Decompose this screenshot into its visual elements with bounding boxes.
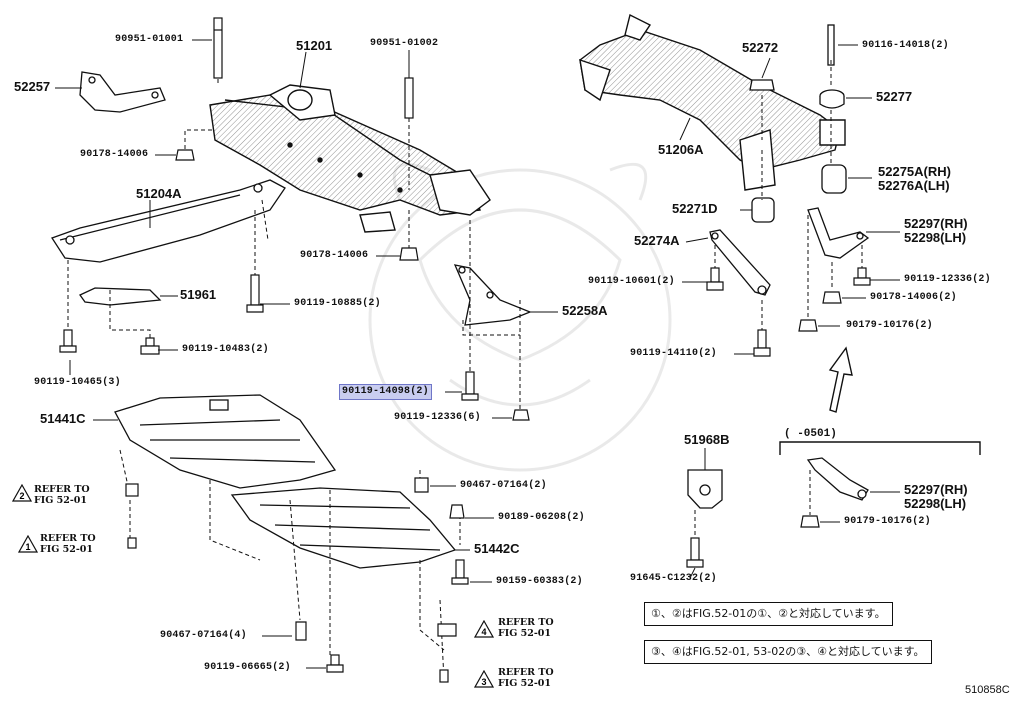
label-52272[interactable]: 52272 <box>742 40 779 55</box>
label-52271D[interactable]: 52271D <box>672 201 718 216</box>
bracket-52257 <box>79 71 166 113</box>
label-91645-C1232[interactable]: 91645-C1232(2) <box>630 573 717 584</box>
label-90119-10601[interactable]: 90119-10601(2) <box>588 276 675 287</box>
label-90178-14006-c[interactable]: 90178-14006(2) <box>870 292 957 303</box>
correspondence-note-2: ③、④はFIG.52-01, 53-02の③、④と対応しています。 <box>644 640 932 664</box>
fasteners-right <box>686 267 871 568</box>
dashed-guides-right <box>694 60 863 538</box>
undercover-51441C <box>114 394 337 489</box>
label-90189-06208[interactable]: 90189-06208(2) <box>498 512 585 523</box>
fasteners-left <box>59 17 530 683</box>
label-52297-a[interactable]: 52297(RH) <box>904 216 968 231</box>
label-51442C[interactable]: 51442C <box>474 541 520 556</box>
warning-triangle-icon: 2 <box>12 484 32 502</box>
rear-subframe-51206A <box>579 13 846 191</box>
label-90467-07164-4[interactable]: 90467-07164(4) <box>160 630 247 641</box>
diagram-code: 510858C <box>965 684 1010 696</box>
label-52297-b[interactable]: 52297(RH) <box>904 482 968 497</box>
label-52275A[interactable]: 52275A(RH) <box>878 164 951 179</box>
label-52257[interactable]: 52257 <box>14 79 51 94</box>
warning-triangle-icon: 4 <box>474 620 494 638</box>
arm-52274A <box>709 229 771 296</box>
label-52274A[interactable]: 52274A <box>634 233 680 248</box>
svg-text:1: 1 <box>25 542 30 552</box>
bracket-group-frame <box>779 441 981 455</box>
watermark-emblem <box>368 162 672 472</box>
label-51961[interactable]: 51961 <box>180 287 217 302</box>
svg-text:3: 3 <box>481 677 486 687</box>
undercover-51442C <box>230 487 457 569</box>
label-90119-10465[interactable]: 90119-10465(3) <box>34 377 121 388</box>
label-90159-60383[interactable]: 90159-60383(2) <box>496 576 583 587</box>
label-90179-10176-b[interactable]: 90179-10176(2) <box>844 516 931 527</box>
arm-52297-upper <box>807 207 870 259</box>
label-52298-a[interactable]: 52298(LH) <box>904 230 967 245</box>
label-90119-10483[interactable]: 90119-10483(2) <box>182 344 269 355</box>
arm-52297-lower <box>806 457 869 501</box>
warning-triangle-icon: 3 <box>474 670 494 688</box>
label-90119-14110[interactable]: 90119-14110(2) <box>630 348 717 359</box>
label-52258A[interactable]: 52258A <box>562 303 608 318</box>
label-90951-01001[interactable]: 90951-01001 <box>115 34 184 45</box>
direction-arrow <box>828 346 853 413</box>
warning-triangle-icon: 1 <box>18 535 38 553</box>
label-90178-14006-a[interactable]: 90178-14006 <box>80 149 149 160</box>
label-90119-10885[interactable]: 90119-10885(2) <box>294 298 381 309</box>
bracket-51968B <box>687 469 723 509</box>
label-90951-01002[interactable]: 90951-01002 <box>370 38 439 49</box>
label-90119-12336-2[interactable]: 90119-12336(2) <box>904 274 991 285</box>
label-51441C[interactable]: 51441C <box>40 411 86 426</box>
label-90119-14098-highlighted[interactable]: 90119-14098(2) <box>339 384 432 400</box>
label-52276A[interactable]: 52276A(LH) <box>878 178 950 193</box>
label-90116-14018[interactable]: 90116-14018(2) <box>862 40 949 51</box>
svg-text:4: 4 <box>481 627 486 637</box>
correspondence-note-1: ①、②はFIG.52-01の①、②と対応しています。 <box>644 602 893 626</box>
bracket-52258A <box>453 264 532 326</box>
front-subframe-51201 <box>209 84 491 233</box>
label-52277[interactable]: 52277 <box>876 89 913 104</box>
label-51201[interactable]: 51201 <box>296 38 333 53</box>
plate-51961 <box>79 287 162 306</box>
label-51968B[interactable]: 51968B <box>684 432 730 447</box>
label-51206A[interactable]: 51206A <box>658 142 704 157</box>
label-90119-06665[interactable]: 90119-06665(2) <box>204 662 291 673</box>
label-90467-07164-2[interactable]: 90467-07164(2) <box>460 480 547 491</box>
bracket-production-date-note: ( -0501) <box>784 428 837 440</box>
label-90119-12336-6[interactable]: 90119-12336(6) <box>394 412 481 423</box>
leader-lines <box>55 39 900 669</box>
svg-text:2: 2 <box>19 491 24 501</box>
label-52298-b[interactable]: 52298(LH) <box>904 496 967 511</box>
label-90178-14006-b[interactable]: 90178-14006 <box>300 250 369 261</box>
label-90179-10176-a[interactable]: 90179-10176(2) <box>846 320 933 331</box>
rear-bushings <box>749 24 847 223</box>
label-51204A[interactable]: 51204A <box>136 186 182 201</box>
